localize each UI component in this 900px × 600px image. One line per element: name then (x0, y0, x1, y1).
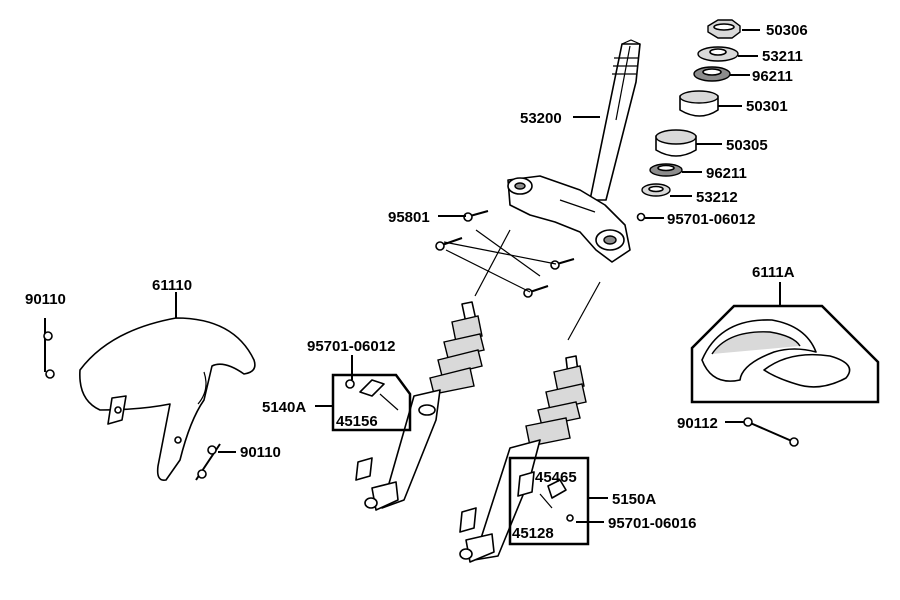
label-96211-top: 96211 (752, 68, 793, 85)
label-95801: 95801 (388, 209, 430, 226)
label-5150A: 5150A (612, 491, 656, 508)
leader-lines (175, 29, 781, 523)
rod-90112 (743, 417, 799, 447)
label-45156: 45156 (336, 413, 378, 430)
label-50305: 50305 (726, 137, 768, 154)
steering-column (589, 39, 641, 201)
label-53212: 53212 (696, 189, 738, 206)
fender-bolts (43, 318, 221, 481)
label-90110-bottom: 90110 (240, 444, 281, 461)
label-90110-left: 90110 (25, 291, 66, 308)
clamp-bolts (435, 210, 601, 341)
label-45128: 45128 (512, 525, 554, 542)
label-50306: 50306 (766, 22, 808, 39)
kit-box-5140A (331, 373, 412, 432)
label-95701-06012-top: 95701-06012 (667, 211, 755, 228)
kit-box-5150A (508, 456, 590, 546)
part-labels: 50306 53211 96211 50301 53200 50305 9621… (25, 22, 808, 542)
front-fender (79, 317, 256, 482)
label-95701-06016: 95701-06016 (608, 515, 696, 532)
label-61110: 61110 (152, 277, 192, 294)
label-96211-bottom: 96211 (706, 165, 747, 182)
label-6111A: 6111A (752, 264, 795, 281)
left-fork (355, 301, 485, 511)
label-90112: 90112 (677, 415, 718, 432)
label-53200: 53200 (520, 110, 562, 127)
label-95701-06012-left: 95701-06012 (307, 338, 395, 355)
label-5140A: 5140A (262, 399, 306, 416)
right-fork (459, 355, 587, 563)
triple-clamp (507, 175, 631, 263)
label-50301: 50301 (746, 98, 788, 115)
label-45465: 45465 (535, 469, 577, 486)
label-53211: 53211 (762, 48, 803, 65)
panel-assembly (690, 304, 880, 404)
bearing-stack (636, 19, 741, 222)
